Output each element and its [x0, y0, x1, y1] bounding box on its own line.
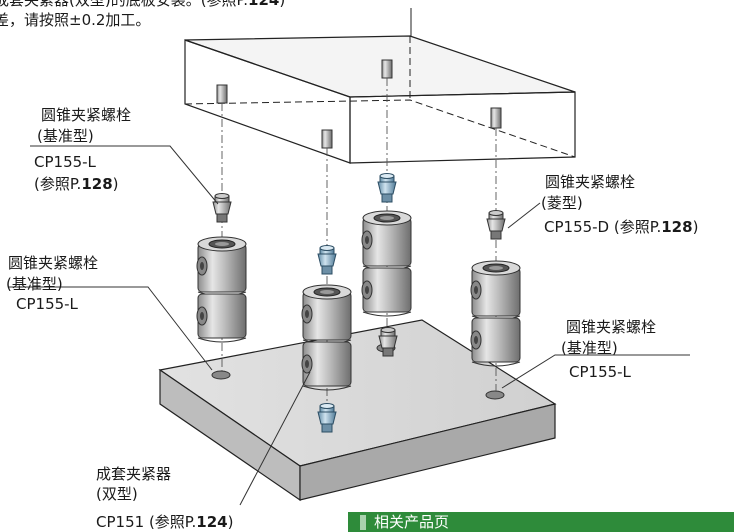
- related-products-label: 相关产品页: [374, 513, 450, 531]
- banner-marker: [360, 515, 366, 530]
- bolt-blue-center: [377, 173, 397, 203]
- clamp-body-right: [470, 260, 521, 367]
- bolt-blue-front: [317, 245, 337, 275]
- callout-model-ref: CP151 (参照P.124): [96, 513, 234, 531]
- callout-name: 圆锥夹紧螺栓: [41, 106, 132, 124]
- bolt-gray-right: [486, 210, 506, 240]
- related-products-banner[interactable]: 相关产品页: [348, 512, 734, 532]
- callout-type: (菱型): [541, 194, 583, 212]
- callout-model: CP155-L: [34, 153, 96, 171]
- callout-type: (基准型): [561, 339, 618, 357]
- callout-name: 圆锥夹紧螺栓: [566, 318, 657, 336]
- leader-lines: [8, 145, 690, 506]
- callout-model: CP155-L: [16, 295, 78, 313]
- callout-ref: (参照P.128): [34, 175, 119, 193]
- callout-name: 圆锥夹紧螺栓: [545, 173, 636, 191]
- clamp-body-left: [196, 236, 247, 343]
- callout-name: 成套夹紧器: [96, 465, 172, 483]
- callout-name: 圆锥夹紧螺栓: [8, 254, 99, 272]
- callout-type: (双型): [96, 485, 138, 503]
- callout-type: (基准型): [37, 127, 94, 145]
- intro-line-2: 差，请按照±0.2加工。: [0, 11, 151, 29]
- callout-model: CP155-L: [569, 363, 631, 381]
- intro-line-1: 成套夹紧器(双型)的底板安装。(参照P.124): [0, 0, 286, 9]
- callout-type: (基准型): [6, 275, 63, 293]
- callout-model-ref: CP155-D (参照P.128): [544, 218, 699, 236]
- clamp-body-center: [361, 210, 412, 317]
- base-plate: [158, 319, 557, 502]
- bolt-gray-left: [212, 193, 232, 223]
- workpiece-box: [184, 8, 576, 164]
